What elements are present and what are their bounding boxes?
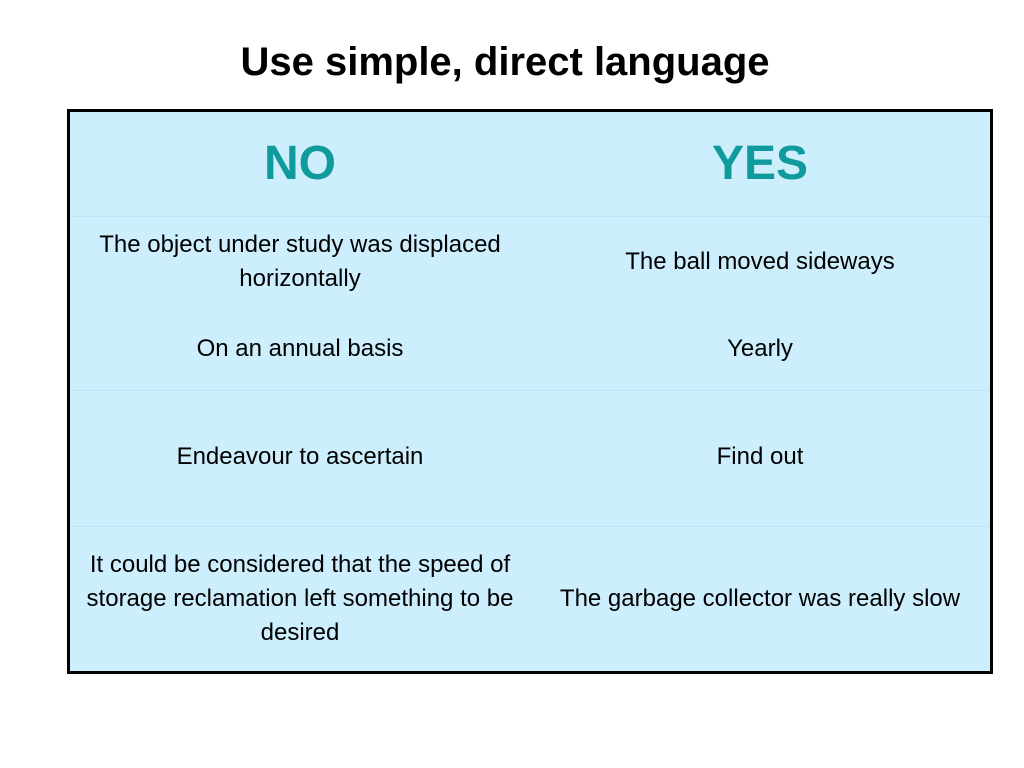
header-no: NO <box>264 137 336 190</box>
table-row: The object under study was displaced hor… <box>70 224 990 300</box>
cell-yes: The ball moved sideways <box>625 248 895 275</box>
cell-no: It could be considered that the speed of… <box>86 551 514 646</box>
cell-no: On an annual basis <box>196 335 404 362</box>
row-divider <box>70 216 990 217</box>
cell-yes: Find out <box>716 443 804 470</box>
cell-yes: Yearly <box>727 335 793 362</box>
table-header-row: NO YES <box>70 112 990 216</box>
cell-no: The object under study was displaced hor… <box>99 231 501 292</box>
cell-no: Endeavour to ascertain <box>176 443 424 470</box>
row-divider <box>70 390 990 391</box>
comparison-table: NO YES The object under study was displa… <box>67 109 993 674</box>
table-row: It could be considered that the speed of… <box>70 546 990 652</box>
header-yes: YES <box>711 137 809 190</box>
cell-yes: The garbage collector was really slow <box>559 585 961 612</box>
table-row: Endeavour to ascertain Find out <box>70 432 990 482</box>
table-row: On an annual basis Yearly <box>70 324 990 374</box>
row-divider <box>70 526 990 527</box>
slide-title: Use simple, direct language <box>240 40 770 84</box>
